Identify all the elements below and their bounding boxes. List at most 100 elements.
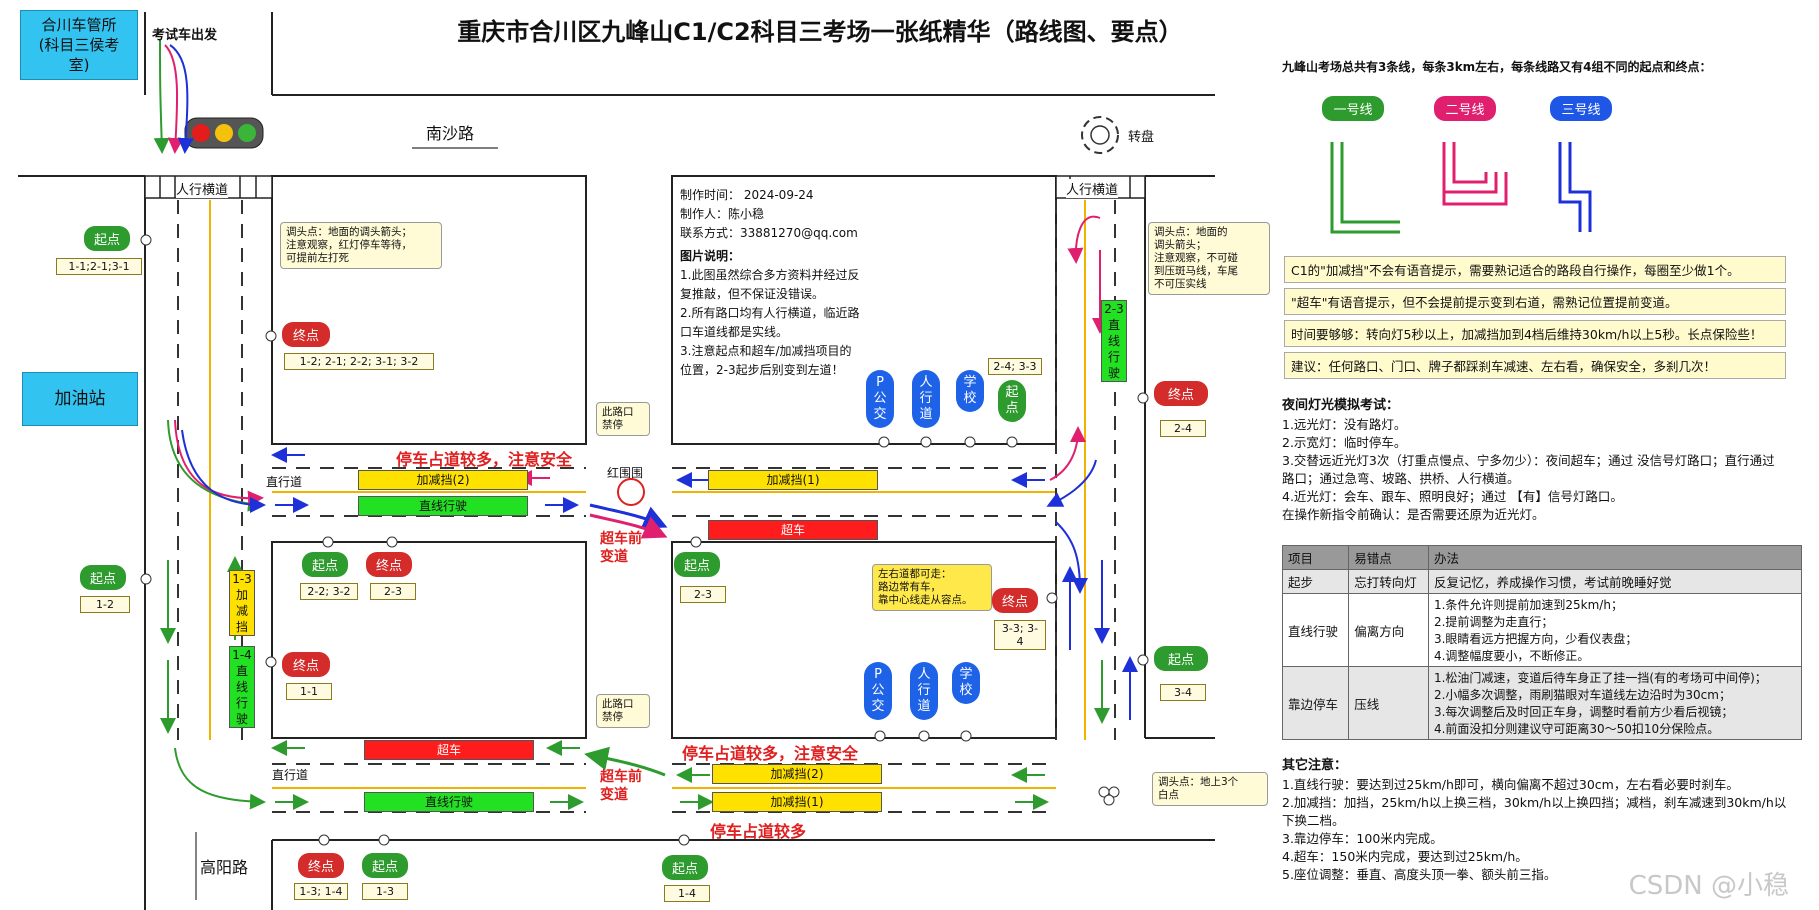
info-p3: 3.注意起点和超车/加减挡项目的位置，2-3起步后别变到左道！ [680,344,852,377]
note-gear: C1的"加减挡"不会有语音提示，需要熟记适合的路段自行操作，每圈至少做1个。 [1284,256,1786,283]
straight-lane-label: 直行道 [266,473,303,490]
info-heading: 图片说明： [680,249,741,263]
gas-station: 加油站 [22,372,138,426]
night-item: 在操作新指令前确认：是否需要还原为近光灯。 [1282,507,1545,522]
other-item: 2.加减挡：加挡，25km/h以上换三档，30km/h以上换四挡；减档，刹车减速… [1282,795,1787,828]
info-p1: 1.此图虽然综合多方资料并经过反复推敲，但不保证没错误。 [680,268,860,301]
road-nansha: 南沙路 [426,124,475,143]
lane-note: 左右道都可走： 路边常有车， 靠中心线走从容点。 [872,564,992,611]
tag-end-2: 2-3 [370,583,416,600]
caution-text-1: 停车占道较多，注意安全 [396,450,573,469]
overtake-bar: 超车 [708,520,878,540]
gear-change-strip: 1-3 加 减 挡 [229,570,255,636]
tips-table: 项目 易错点 办法 起步 忘打转向灯 反复记忆，养成操作习惯，考试前晚睡好觉 直… [1281,545,1803,740]
caution-text-3: 停车占道较多 [710,822,807,841]
crosswalk-sign-2: 人 行 道 [910,662,938,720]
start-pill: 起点 [1154,646,1208,671]
other-list: 1.直线行驶：要达到过25km/h即可，横向偏离不超过30cm，左右看必要时刹车… [1282,776,1792,884]
tag-start-4: 2-3 [680,586,726,603]
night-item: 1.远光灯：没有路灯。 [1282,417,1407,432]
roundabout-label: 转盘 [1128,130,1155,145]
school-sign-2: 学 校 [952,662,980,704]
school-sign: 学 校 [956,370,984,412]
table-cell: 1.条件允许则提前加速到25km/h； 2.提前调整为走直行； 3.眼睛看远方把… [1427,593,1803,667]
table-cell: 1.松油门减速，变道后待车身正了挂一挡(有的考场可中间停)； 2.小幅多次调整，… [1427,666,1803,740]
straight-drive-bar: 直线行驶 [358,496,528,516]
line-3-pill: 三号线 [1550,96,1612,121]
info-block: 制作时间： 2024-09-24 制作人：陈小稳 联系方式：33881270@q… [680,186,860,380]
straight-drive-strip-2: 2-3 直 线 行 驶 [1101,300,1127,382]
start-sign: 起 点 [998,380,1026,422]
uturn-note-2: 调头点：地面的 调头箭头； 注意观察，不可碰 到压斑马线，车尾 不可压实线 [1148,222,1270,295]
start-pill: 起点 [662,855,708,880]
red-circle-label: 红围围 [607,466,644,480]
end-pill: 终点 [282,322,330,347]
straight-lane-label-2: 直行道 [272,766,309,783]
tag-end-3: 1-1 [286,683,332,700]
table-header: 项目 [1281,545,1350,570]
crosswalk-right: 人行横道 [1066,179,1119,198]
other-item: 4.超车：150米内完成，要达到过25km/h。 [1282,849,1528,864]
table-header: 易错点 [1348,545,1429,570]
line-1-pill: 一号线 [1322,96,1384,121]
lane-change-text-2: 超车前 变道 [600,769,642,803]
table-cell: 反复记忆，养成操作习惯，考试前晚睡好觉 [1427,569,1803,594]
table-row: 直线行驶 偏离方向 1.条件允许则提前加速到25km/h； 2.提前调整为走直行… [1281,593,1803,667]
tag-start-2: 1-2 [80,596,130,613]
table-cell: 偏离方向 [1348,593,1429,667]
start-pill: 起点 [84,226,130,251]
info-time: 制作时间： 2024-09-24 [680,188,814,202]
overtake-bar-2: 超车 [364,740,534,760]
bus-stop-sign: P 公 交 [866,370,894,428]
other-heading: 其它注意： [1282,758,1348,773]
night-item: 2.示宽灯：临时停车。 [1282,435,1407,450]
end-pill: 终点 [992,588,1038,613]
table-row: 靠边停车 压线 1.松油门减速，变道后待车身正了挂一挡(有的考场可中间停)； 2… [1281,666,1803,740]
bus-stop-sign-2: P 公 交 [864,662,892,720]
uturn-note-3: 调头点：地上3个 白点 [1152,772,1268,806]
info-p2: 2.所有路口均有人行横道，临近路口车道线都是实线。 [680,306,860,339]
tag-end-5: 3-3; 3-4 [994,620,1046,650]
start-pill: 起点 [362,853,408,878]
note-advice: 建议：任何路口、门口、牌子都踩刹车减速、左右看，确保安全，多刹几次！ [1284,352,1786,379]
end-pill: 终点 [298,853,344,878]
tag-start-1: 1-1;2-1;3-1 [56,258,142,275]
other-item: 3.靠边停车：100米内完成。 [1282,831,1443,846]
table-cell: 压线 [1348,666,1429,740]
table-cell: 起步 [1281,569,1350,594]
tag-end-7: 1-3; 1-4 [294,883,348,900]
tag-start-3: 2-2; 3-2 [300,583,358,600]
lane-change-text-1: 超车前 变道 [600,531,642,565]
start-pill: 起点 [674,552,720,577]
no-stop-note-1: 此路口 禁停 [596,402,650,436]
page-title: 重庆市合川区九峰山C1/C2科目三考场一张纸精华（路线图、要点） [457,18,1183,46]
table-row: 起步 忘打转向灯 反复记忆，养成操作习惯，考试前晚睡好觉 [1281,569,1803,594]
table-cell: 靠边停车 [1281,666,1350,740]
table-header: 办法 [1427,545,1803,570]
other-item: 1.直线行驶：要达到过25km/h即可，横向偏离不超过30cm，左右看必要时刹车… [1282,777,1739,792]
road-gaoyang: 高阳路 [200,858,249,877]
crosswalk-sign: 人 行 道 [912,370,940,428]
info-author: 制作人：陈小稳 [680,207,765,221]
tag-start-6: 1-3 [362,883,408,900]
tag-start-5: 3-4 [1160,684,1206,701]
watermark: CSDN @小稳 [1628,871,1789,901]
start-pill: 起点 [302,552,348,577]
no-stop-note-2: 此路口 禁停 [596,694,650,728]
tag-start-7: 1-4 [664,885,710,902]
note-overtake: "超车"有语音提示，但不会提前提示变到右道，需熟记位置提前变道。 [1284,288,1786,315]
gear-change-2-bar: 加减挡(2) [358,470,528,490]
other-item: 5.座位调整：垂直、高度头顶一拳、额头前三指。 [1282,867,1557,882]
start-pill: 起点 [80,565,126,590]
end-pill: 终点 [1154,381,1208,406]
note-time: 时间要够够：转向灯5秒以上，加减挡加到4档后维持30km/h以上5秒。长点保险些… [1284,320,1786,347]
caution-text-2: 停车占道较多，注意安全 [682,744,859,763]
night-item: 4.近光灯：会车、跟车、照明良好；通过 【有】信号灯路口。 [1282,489,1623,504]
line-intro: 九峰山考场总共有3条线，每条3km左右，每条线路又有4组不同的起点和终点： [1282,60,1712,74]
gear-change-1b-bar: 加减挡(1) [712,792,882,812]
gear-change-2b-bar: 加减挡(2) [712,764,882,784]
tag-end-1: 1-2; 2-1; 2-2; 3-1; 3-2 [284,353,434,370]
depart-label: 考试车出发 [152,28,218,43]
gear-change-1-bar: 加减挡(1) [708,470,878,490]
night-list: 1.远光灯：没有路灯。 2.示宽灯：临时停车。 3.交替远近光灯3次（打重点慢点… [1282,416,1782,524]
